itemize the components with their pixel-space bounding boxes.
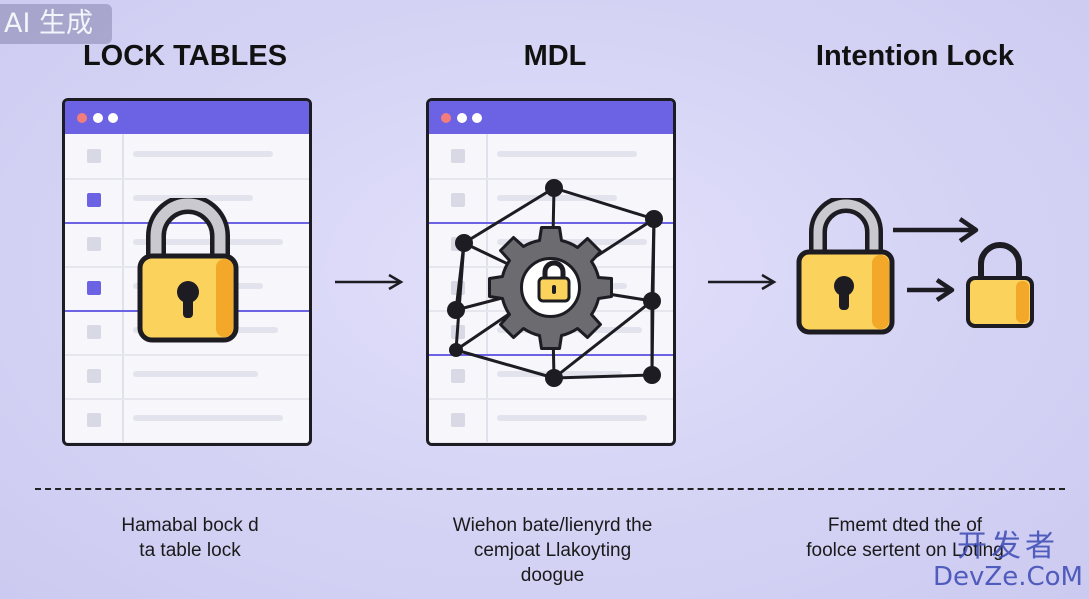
window-dot-red xyxy=(441,113,451,123)
mdl-caption: Wiehon bate/lienyrd the cemjoat Llakoyti… xyxy=(452,515,653,586)
window-dot xyxy=(472,113,482,123)
ai-generated-badge: AI 生成 xyxy=(0,4,112,44)
intention-lock-caption: Fmemt dted the of foolce sertent on Loti… xyxy=(806,515,1004,561)
window-dot xyxy=(457,113,467,123)
row-checkbox xyxy=(451,193,465,207)
site-watermark: 开发者 DevZe.CoM xyxy=(933,529,1083,593)
right-arrow-icon xyxy=(893,217,979,243)
window-title-bar xyxy=(429,101,673,134)
window-dot xyxy=(108,113,118,123)
right-arrow-icon xyxy=(708,273,777,291)
row-checkbox xyxy=(87,325,101,339)
table-row xyxy=(65,134,309,180)
row-checkbox xyxy=(87,193,101,207)
row-checkbox xyxy=(451,149,465,163)
dashed-divider xyxy=(35,488,1065,490)
right-arrow-icon xyxy=(907,278,955,302)
row-checkbox xyxy=(87,369,101,383)
window-dot xyxy=(93,113,103,123)
row-checkbox xyxy=(87,149,101,163)
mdl-title: MDL xyxy=(523,40,587,72)
table-row xyxy=(429,134,673,180)
table-row xyxy=(65,398,309,443)
row-checkbox xyxy=(451,369,465,383)
lock-tables-title: LOCK TABLES xyxy=(82,40,288,72)
row-checkbox xyxy=(87,413,101,427)
row-checkbox xyxy=(87,281,101,295)
table-row xyxy=(429,178,673,224)
right-arrow-icon xyxy=(335,273,404,291)
small-lock-icon xyxy=(537,260,571,303)
row-checkbox xyxy=(87,237,101,251)
table-row xyxy=(65,354,309,400)
lock-icon xyxy=(796,198,895,335)
row-checkbox xyxy=(451,413,465,427)
window-dot-red xyxy=(77,113,87,123)
window-title-bar xyxy=(65,101,309,134)
table-row xyxy=(429,398,673,443)
lock-tables-caption: Hamabal bock d ta table lock xyxy=(121,515,259,561)
small-lock-icon xyxy=(966,242,1034,328)
intention-lock-title: Intention Lock xyxy=(815,40,1015,72)
lock-icon xyxy=(137,198,239,343)
